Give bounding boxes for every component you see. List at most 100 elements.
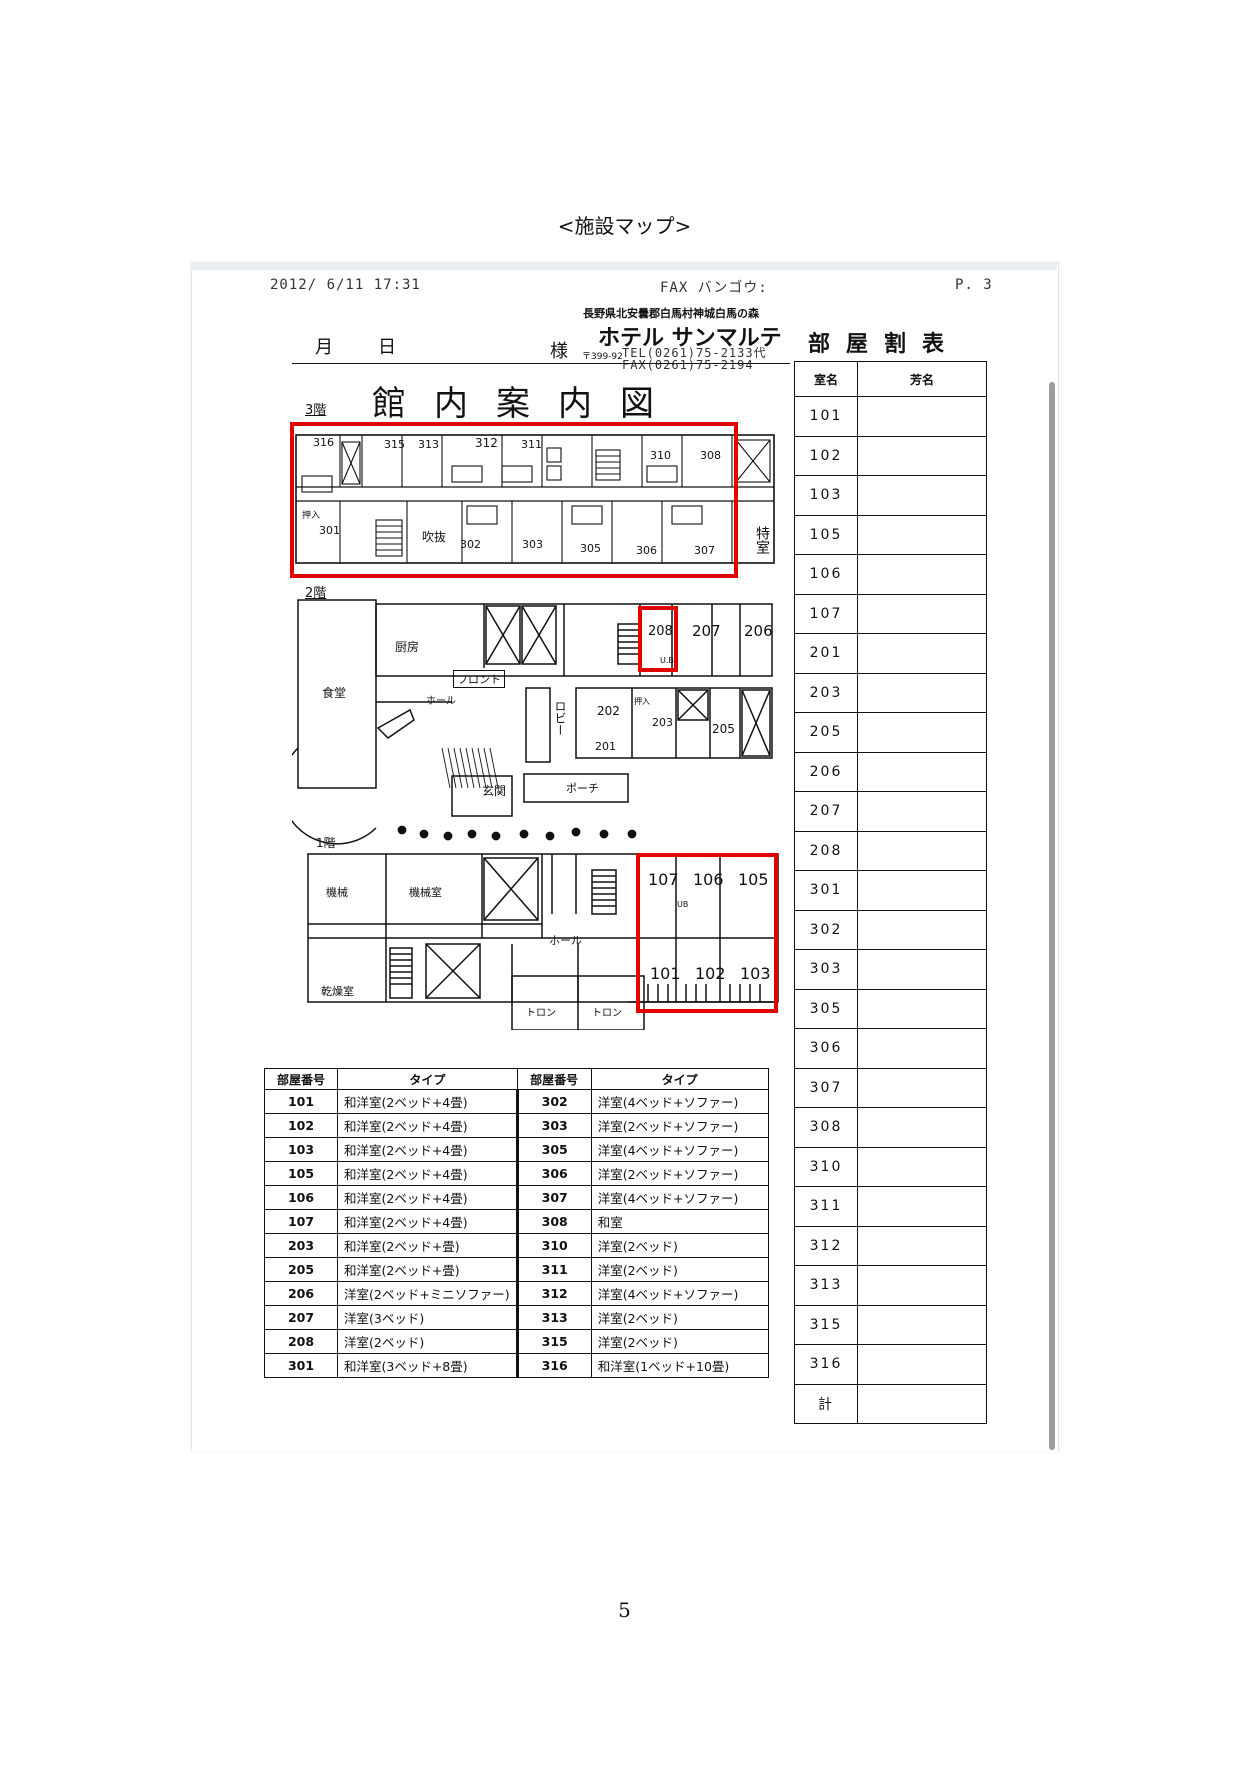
allocation-guest-cell[interactable] xyxy=(857,554,987,595)
allocation-guest-cell[interactable] xyxy=(857,1265,987,1306)
room-305-label: 305 xyxy=(580,542,601,555)
allocation-guest-cell[interactable] xyxy=(857,988,987,1029)
allocation-guest-cell[interactable] xyxy=(857,514,987,555)
guide-title: 館内案内図 xyxy=(372,384,682,424)
room-103-label: 103 xyxy=(740,964,771,983)
room-number-cell: 302 xyxy=(516,1089,592,1114)
allocation-guest-cell[interactable] xyxy=(857,435,987,476)
allocation-room-cell: 207 xyxy=(794,791,858,832)
allocation-row: 305 xyxy=(794,988,987,1029)
hotel-name: ホテル サンマルテ xyxy=(598,326,782,351)
room-type-cell: 和洋室(2ベッド+4畳) xyxy=(337,1137,519,1162)
ub-label-1f: UB xyxy=(677,900,689,909)
room-number-cell: 315 xyxy=(516,1329,592,1354)
room-type-cell: 和洋室(2ベッド+4畳) xyxy=(337,1113,519,1138)
oshiire-label-2f: 押入 xyxy=(634,697,650,706)
allocation-room-cell: 203 xyxy=(794,672,858,713)
allocation-room-cell: 107 xyxy=(794,593,858,634)
room-type-cell: 洋室(2ベッド) xyxy=(337,1329,519,1354)
page-caption: <施設マップ> xyxy=(557,214,692,238)
allocation-title: 部屋割表 xyxy=(808,332,961,357)
fukinuke-label: 吹抜 xyxy=(422,530,447,544)
room-number-cell: 310 xyxy=(516,1233,592,1258)
hotel-postal: 〒399-92 xyxy=(582,352,623,362)
room-207-label: 207 xyxy=(692,622,721,640)
floor3-plan xyxy=(295,434,775,564)
allocation-guest-cell[interactable] xyxy=(857,633,987,674)
room-type-header: 部屋番号 タイプ 部屋番号 タイプ xyxy=(264,1068,769,1090)
allocation-header-room: 室名 xyxy=(794,361,858,397)
room-303-label: 303 xyxy=(522,538,543,551)
room-106-label: 106 xyxy=(693,870,724,889)
room-number-cell: 306 xyxy=(516,1161,592,1186)
allocation-guest-cell[interactable] xyxy=(857,1304,987,1345)
room-type-cell: 和洋室(2ベッド+4畳) xyxy=(337,1209,519,1234)
ub-label-2f: U.B xyxy=(660,656,674,665)
allocation-room-cell: 315 xyxy=(794,1304,858,1345)
allocation-guest-cell[interactable] xyxy=(857,475,987,516)
toron-label-1: トロン xyxy=(526,1008,556,1019)
kansoshitsu-label: 乾燥室 xyxy=(321,985,354,998)
allocation-guest-cell[interactable] xyxy=(857,593,987,634)
allocation-row: 315 xyxy=(794,1304,987,1345)
room-310-label: 310 xyxy=(650,449,671,462)
room-315-label: 315 xyxy=(384,438,405,451)
allocation-guest-cell[interactable] xyxy=(857,751,987,792)
allocation-guest-cell[interactable] xyxy=(857,1225,987,1266)
allocation-guest-cell[interactable] xyxy=(857,909,987,950)
room-number-cell: 203 xyxy=(264,1233,338,1258)
room-number-cell: 305 xyxy=(516,1137,592,1162)
allocation-guest-cell[interactable] xyxy=(857,1344,987,1385)
oshiire-label-3f: 押入 xyxy=(302,511,321,521)
allocation-row: 207 xyxy=(794,791,987,832)
allocation-guest-cell[interactable] xyxy=(857,1146,987,1187)
header-room-number-2: 部屋番号 xyxy=(516,1068,592,1090)
allocation-row: 308 xyxy=(794,1107,987,1148)
scan-scrollbar[interactable] xyxy=(1049,382,1055,1450)
room-number-cell: 102 xyxy=(264,1113,338,1138)
allocation-row: 303 xyxy=(794,949,987,990)
porch-label: ポーチ xyxy=(566,782,599,795)
room-306-label: 306 xyxy=(636,544,657,557)
room-type-cell: 和洋室(2ベッド+畳) xyxy=(337,1257,519,1282)
allocation-guest-cell[interactable] xyxy=(857,1028,987,1069)
allocation-guest-cell[interactable] xyxy=(857,870,987,911)
allocation-guest-cell[interactable] xyxy=(857,672,987,713)
allocation-guest-cell[interactable] xyxy=(857,396,987,437)
shokudo-label: 食堂 xyxy=(322,686,347,700)
floor2-plan xyxy=(292,599,773,845)
room-301-label: 301 xyxy=(319,524,340,537)
allocation-guest-cell[interactable] xyxy=(857,949,987,990)
room-number-cell: 311 xyxy=(516,1257,592,1282)
allocation-room-cell: 310 xyxy=(794,1146,858,1187)
header-room-number-1: 部屋番号 xyxy=(264,1068,338,1090)
lobby-label: ロビー xyxy=(553,700,567,736)
allocation-guest-cell[interactable] xyxy=(857,791,987,832)
allocation-guest-cell[interactable] xyxy=(857,1067,987,1108)
room-313-label: 313 xyxy=(418,438,439,451)
floor1-plan xyxy=(307,853,779,1030)
addressee-line xyxy=(292,363,790,364)
room-type-cell: 洋室(4ベッド+ソファー) xyxy=(590,1281,769,1306)
allocation-row: 102 xyxy=(794,435,987,476)
allocation-total-cell[interactable] xyxy=(857,1383,987,1424)
room-type-cell: 和洋室(3ベッド+8畳) xyxy=(337,1353,519,1378)
allocation-guest-cell[interactable] xyxy=(857,830,987,871)
room-316-label: 316 xyxy=(313,436,334,449)
allocation-guest-cell[interactable] xyxy=(857,1107,987,1148)
room-type-cell: 和室 xyxy=(590,1209,769,1234)
room-101-label: 101 xyxy=(650,964,681,983)
allocation-room-cell: 302 xyxy=(794,909,858,950)
allocation-guest-cell[interactable] xyxy=(857,1186,987,1227)
room-number-cell: 301 xyxy=(264,1353,338,1378)
allocation-room-cell: 312 xyxy=(794,1225,858,1266)
allocation-guest-cell[interactable] xyxy=(857,712,987,753)
room-107-label: 107 xyxy=(648,870,679,889)
allocation-row: 206 xyxy=(794,751,987,792)
